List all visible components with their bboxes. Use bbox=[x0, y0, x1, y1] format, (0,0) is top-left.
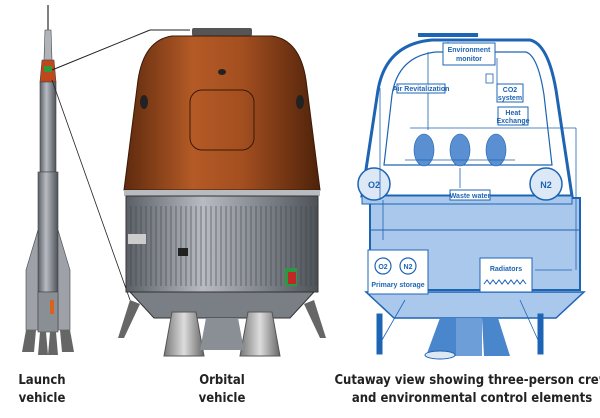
cutaway-labels: Environment monitor Air Revitalization C… bbox=[368, 47, 552, 289]
label-environment-monitor-1: Environment bbox=[448, 47, 491, 54]
label-heat-exchange-2: Exchange bbox=[496, 118, 529, 125]
cutaway-view bbox=[357, 33, 586, 360]
orbital-vehicle bbox=[118, 28, 326, 357]
caption-cutaway-2: and environmental control elements bbox=[352, 391, 592, 406]
caption-orbital-1: Orbital bbox=[199, 373, 245, 388]
caption-launch-1: Launch bbox=[18, 373, 65, 388]
caption-launch-2: vehicle bbox=[19, 391, 66, 406]
label-heat-exchange-1: Heat bbox=[505, 110, 521, 117]
captions: Launch vehicle Orbital vehicle Cutaway v… bbox=[18, 373, 600, 406]
caption-orbital-2: vehicle bbox=[199, 391, 246, 406]
label-environment-monitor-2: monitor bbox=[456, 56, 482, 63]
label-co2-1: CO2 bbox=[503, 87, 518, 94]
label-radiators: Radiators bbox=[490, 266, 522, 273]
n2-tank-icon bbox=[529, 167, 563, 201]
label-air-revitalization: Air Revitalization bbox=[393, 86, 450, 93]
crew-figures-icon bbox=[413, 133, 507, 167]
label-n2-storage: N2 bbox=[404, 264, 413, 271]
label-n2-cabin: N2 bbox=[540, 180, 552, 190]
o2-tank-icon bbox=[357, 167, 391, 201]
label-o2-cabin: O2 bbox=[368, 180, 380, 190]
label-o2-storage: O2 bbox=[378, 264, 387, 271]
label-primary-storage: Primary storage bbox=[371, 282, 424, 289]
caption-cutaway-1: Cutaway view showing three-person crew bbox=[334, 373, 600, 388]
launch-vehicle bbox=[22, 5, 190, 355]
label-waste-water: Waste water bbox=[450, 193, 491, 200]
label-co2-2: system bbox=[498, 95, 522, 102]
